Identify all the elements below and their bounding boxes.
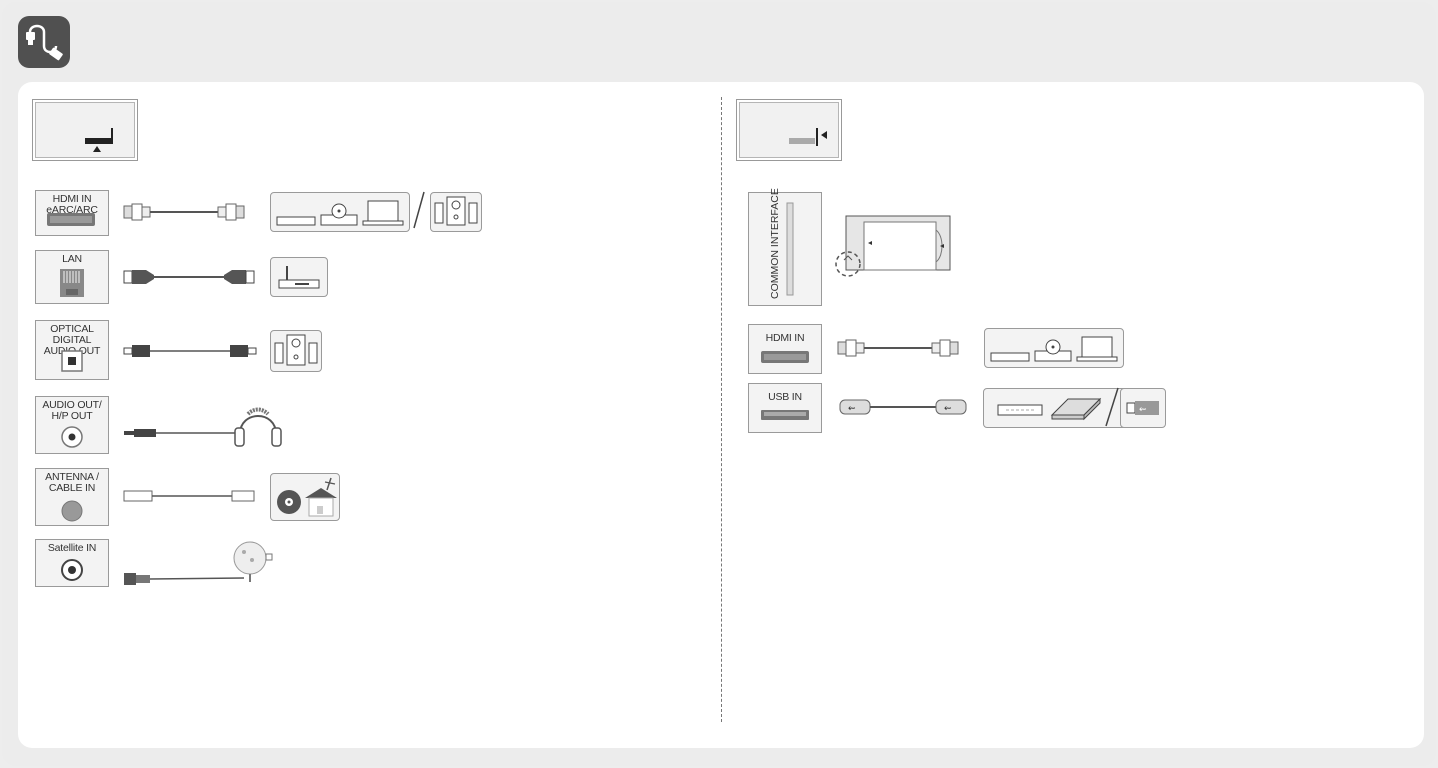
laptop-icon (362, 200, 404, 226)
port-audio-out: AUDIO OUT/ H/P OUT (35, 396, 109, 454)
optical-cable-icon (123, 345, 257, 357)
ci-module-icon (835, 215, 951, 277)
port-hdmi-in: HDMI IN (748, 324, 822, 374)
port-audio-out-label: AUDIO OUT/ H/P OUT (42, 399, 102, 422)
av-devices-group (984, 328, 1124, 368)
hdmi-cable-icon (837, 339, 959, 357)
section-divider (721, 97, 722, 722)
port-common-interface: COMMON INTERFACE (748, 188, 822, 306)
port-antenna-label: ANTENNA / CABLE IN (45, 471, 99, 494)
tv-rear-bottom-icon (32, 99, 138, 161)
port-usb-in: USB IN (748, 383, 822, 433)
port-hdmi-in-label: HDMI IN (765, 332, 805, 344)
headphone-cable-icon (124, 429, 238, 437)
port-lan-label: LAN (62, 253, 82, 265)
cable-connection-icon (18, 16, 70, 68)
laptop-icon (1076, 336, 1118, 362)
hard-drive-icon (997, 404, 1043, 416)
satellite-dish-icon (233, 541, 273, 582)
port-optical: OPTICAL DIGITAL AUDIO OUT (35, 320, 109, 380)
headphone-icon (234, 407, 282, 447)
antenna-cable-icon (123, 490, 255, 502)
port-hdmi-earc: HDMI IN eARC/ARC (35, 190, 109, 236)
speaker-icon (430, 192, 482, 232)
usb-drive-icon: ⇜ (1120, 388, 1166, 428)
port-lan: LAN (35, 250, 109, 304)
separator-slash (413, 191, 425, 229)
separator-slash (1105, 387, 1119, 427)
satellite-cable-icon (124, 573, 245, 585)
av-devices-group (270, 192, 410, 232)
antenna-icon (270, 473, 340, 521)
svg-text:⇜: ⇜ (1139, 405, 1147, 415)
tv-rear-side-icon (736, 99, 842, 161)
port-hdmi-earc-label: HDMI IN eARC/ARC (46, 193, 98, 216)
svg-text:⇜: ⇜ (944, 404, 952, 414)
port-antenna: ANTENNA / CABLE IN (35, 468, 109, 526)
router-icon (270, 257, 328, 297)
port-satellite: Satellite IN (35, 539, 109, 587)
usb-cable-icon: ⇜ ⇜ (839, 399, 967, 415)
svg-text:⇜: ⇜ (848, 404, 856, 414)
port-usb-in-label: USB IN (768, 391, 802, 403)
port-satellite-label: Satellite IN (47, 542, 97, 554)
hdmi-cable-icon (123, 203, 245, 221)
port-optical-label: OPTICAL DIGITAL AUDIO OUT (43, 323, 101, 357)
speaker-icon (270, 330, 322, 372)
lan-cable-icon (123, 270, 255, 284)
